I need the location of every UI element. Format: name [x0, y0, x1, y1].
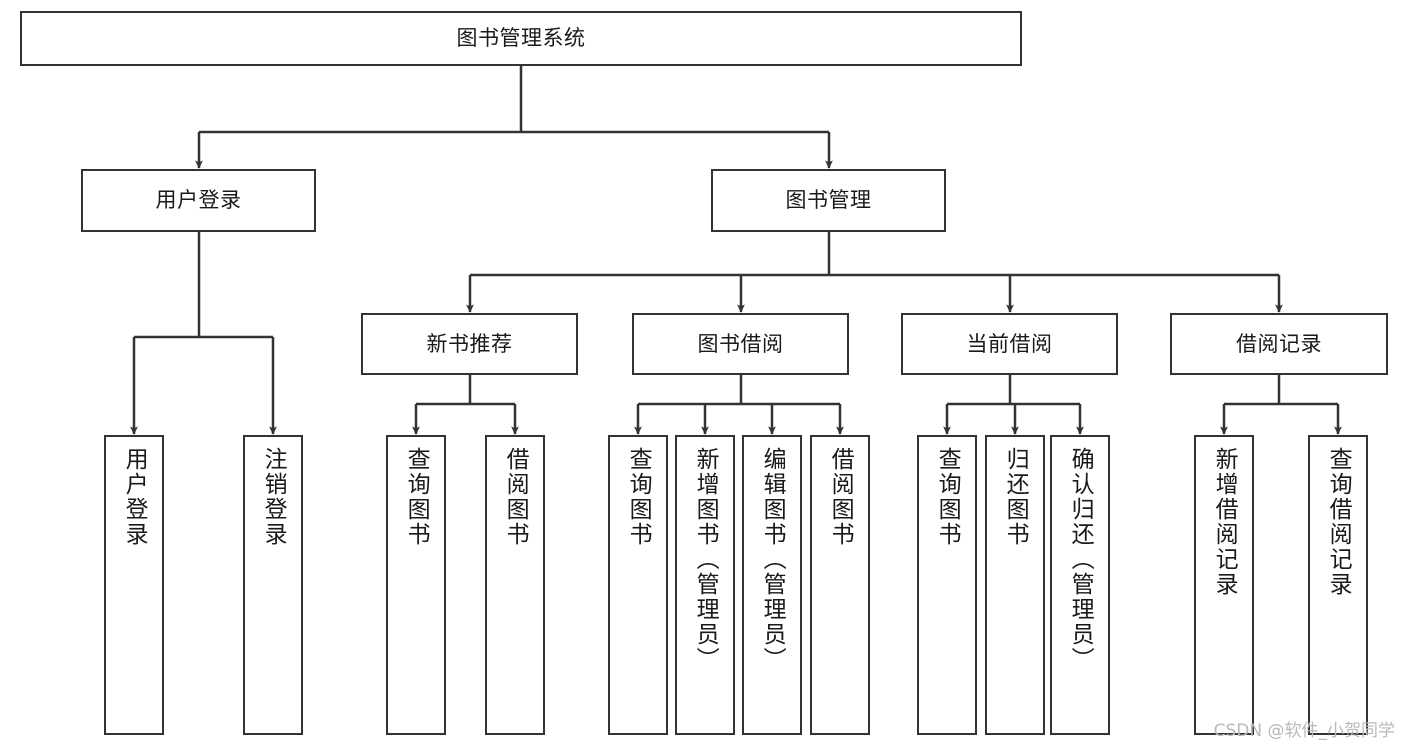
- node-label: 查询借阅记录: [1325, 447, 1352, 597]
- node-leaf9[interactable]: 查询图书: [917, 435, 977, 735]
- node-leaf10[interactable]: 归还图书: [985, 435, 1045, 735]
- node-label: 新书推荐: [426, 331, 513, 356]
- node-label: 借阅记录: [1236, 331, 1322, 356]
- node-leaf13[interactable]: 查询借阅记录: [1308, 435, 1368, 735]
- node-leaf8[interactable]: 借阅图书: [810, 435, 870, 735]
- node-newbook[interactable]: 新书推荐: [361, 313, 578, 375]
- node-label: 编辑图书（管理员）: [759, 447, 786, 672]
- node-leaf5[interactable]: 查询图书: [608, 435, 668, 735]
- node-label: 归还图书: [1002, 447, 1029, 547]
- node-label: 查询图书: [934, 447, 961, 547]
- node-label: 图书管理: [785, 188, 872, 213]
- node-label: 新增借阅记录: [1211, 447, 1238, 597]
- node-label: 用户登录: [155, 188, 242, 213]
- node-label: 查询图书: [403, 447, 430, 547]
- edges: [130, 66, 1342, 435]
- node-label: 图书管理系统: [456, 26, 586, 51]
- node-leaf7[interactable]: 编辑图书（管理员）: [742, 435, 802, 735]
- node-label: 新增图书（管理员）: [692, 447, 719, 672]
- node-records[interactable]: 借阅记录: [1170, 313, 1388, 375]
- node-leaf3[interactable]: 查询图书: [386, 435, 446, 735]
- node-label: 确认归还（管理员）: [1067, 447, 1094, 672]
- node-borrow[interactable]: 图书借阅: [632, 313, 849, 375]
- node-leaf2[interactable]: 注销登录: [243, 435, 303, 735]
- node-leaf11[interactable]: 确认归还（管理员）: [1050, 435, 1110, 735]
- node-root[interactable]: 图书管理系统: [20, 11, 1022, 66]
- node-leaf4[interactable]: 借阅图书: [485, 435, 545, 735]
- node-bookmgmt[interactable]: 图书管理: [711, 169, 946, 232]
- node-label: 借阅图书: [827, 447, 854, 547]
- node-label: 用户登录: [121, 447, 148, 547]
- node-leaf12[interactable]: 新增借阅记录: [1194, 435, 1254, 735]
- watermark: CSDN @软件_小贺同学: [1213, 721, 1395, 741]
- node-label: 当前借阅: [966, 331, 1053, 356]
- node-leaf1[interactable]: 用户登录: [104, 435, 164, 735]
- node-label: 借阅图书: [502, 447, 529, 547]
- node-label: 查询图书: [625, 447, 652, 547]
- node-label: 注销登录: [260, 447, 287, 547]
- node-leaf6[interactable]: 新增图书（管理员）: [675, 435, 735, 735]
- node-current[interactable]: 当前借阅: [901, 313, 1118, 375]
- node-login[interactable]: 用户登录: [81, 169, 316, 232]
- node-label: 图书借阅: [697, 331, 784, 356]
